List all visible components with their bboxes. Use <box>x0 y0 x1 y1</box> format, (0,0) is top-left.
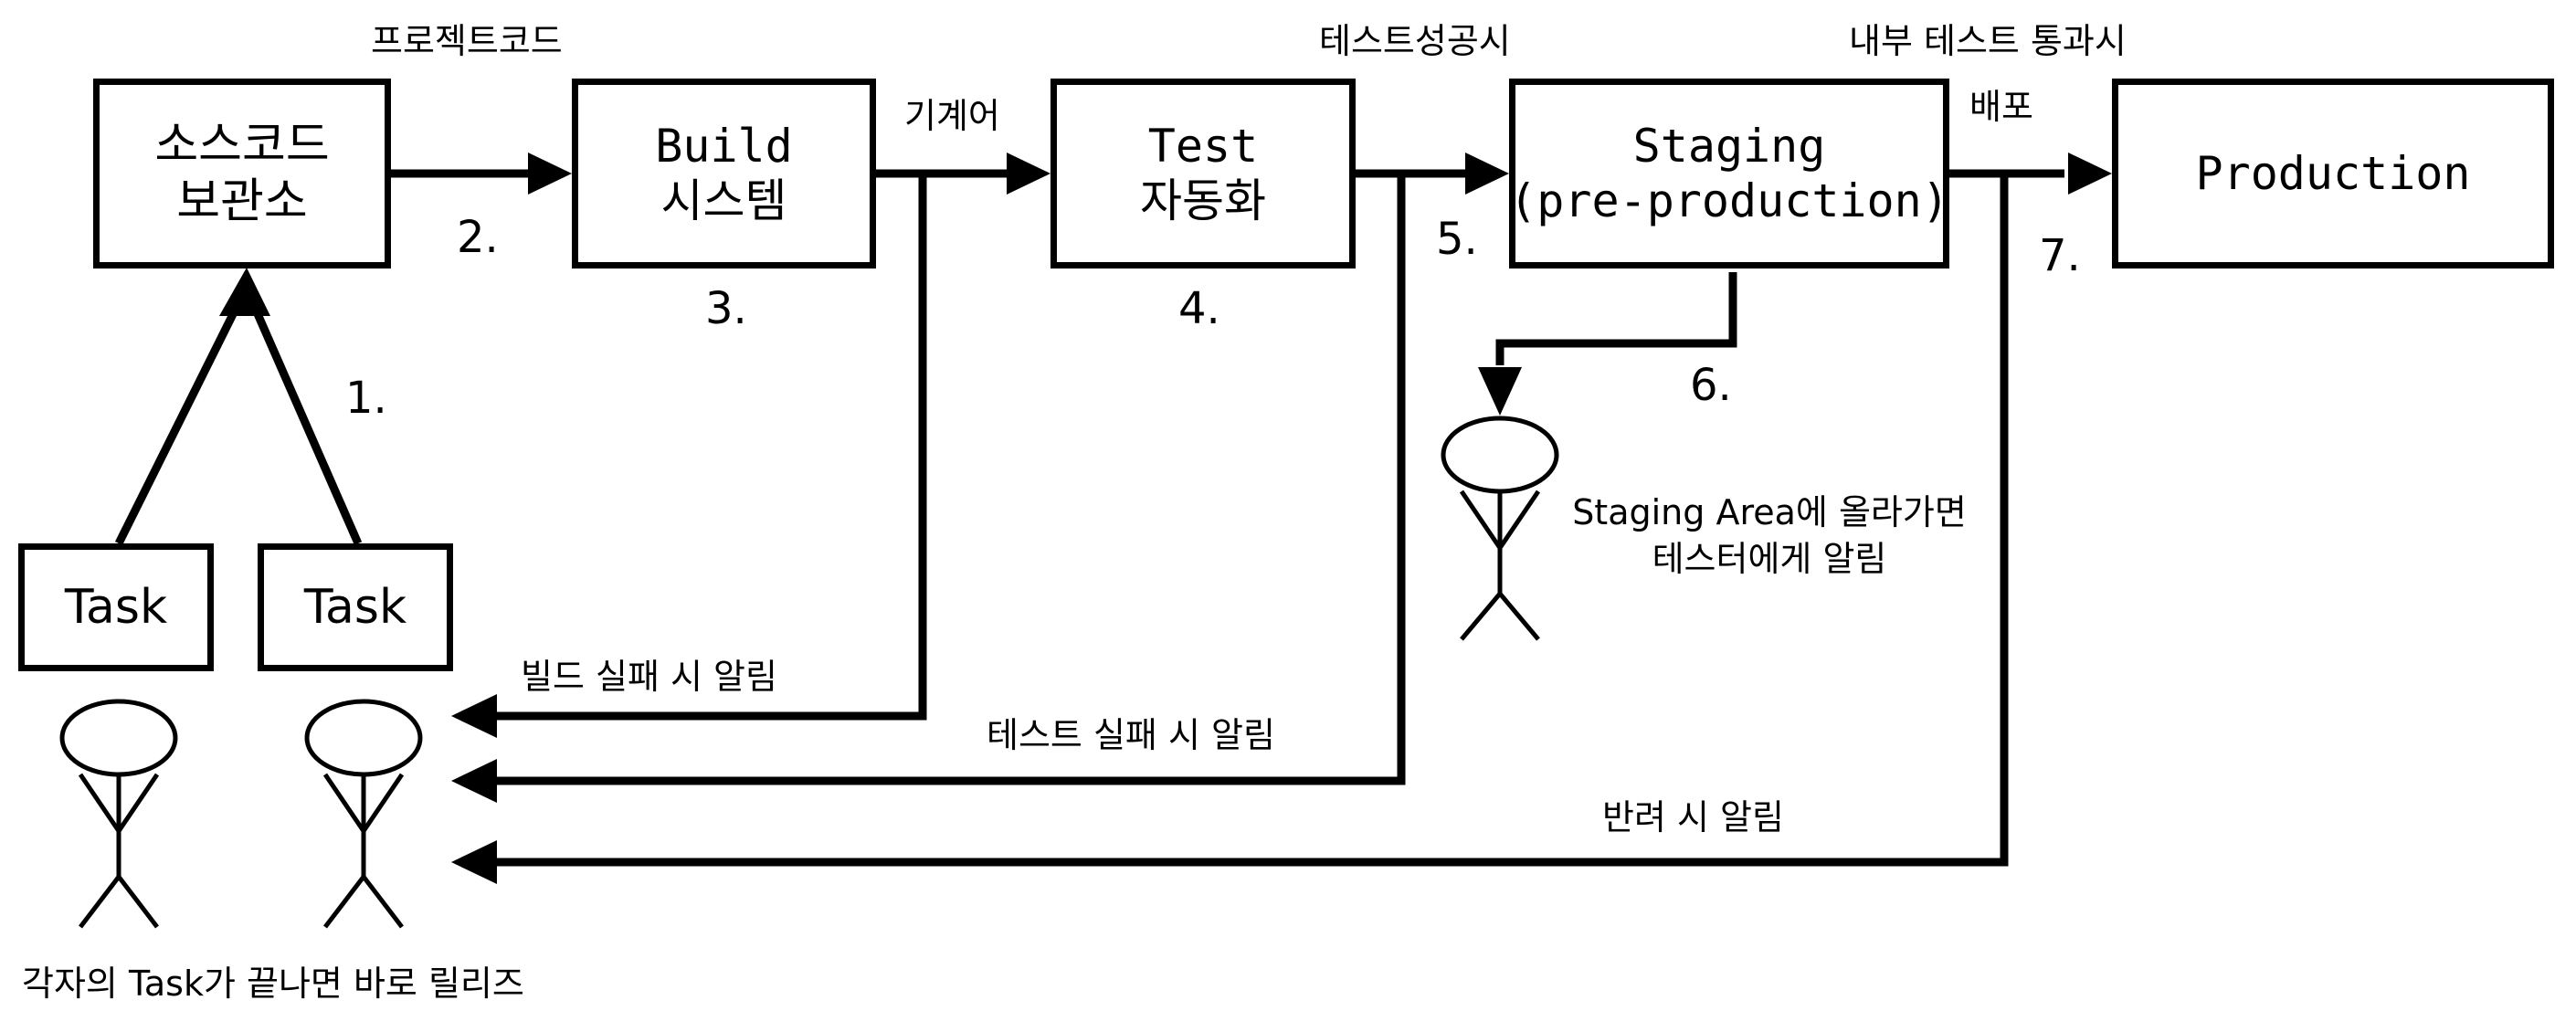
task2-to-repo-line <box>248 300 363 545</box>
test-fail-arrowhead <box>451 759 497 803</box>
repo-arrowhead <box>219 268 270 316</box>
task-box-1-label: Task <box>64 579 168 635</box>
tester-arrowhead <box>1478 367 1522 416</box>
build-box-line1: Build <box>655 120 793 173</box>
tester-figure <box>1441 416 1559 641</box>
step-4-label: 4. <box>1178 283 1220 334</box>
source-repo-line2: 보관소 <box>176 174 308 229</box>
test-fail-label: 테스트 실패 시 알림 <box>987 715 1275 755</box>
step-6-label: 6. <box>1690 360 1732 411</box>
developer2-figure <box>304 699 423 929</box>
task1-to-repo-line <box>114 299 244 546</box>
step-2-label: 2. <box>457 212 499 263</box>
source-repo-line1: 소스코드 <box>154 117 330 173</box>
step-7-label: 7. <box>2039 230 2081 281</box>
build-arrowhead <box>528 153 572 195</box>
internal-test-pass-label: 내부 테스트 통과시 <box>1849 21 2127 61</box>
build-box-line2: 시스템 <box>660 174 787 227</box>
step-3-label: 3. <box>705 283 747 334</box>
test-automation-box: Test 자동화 <box>1050 79 1356 269</box>
test-success-label: 테스트성공시 <box>1319 21 1511 61</box>
tester-note-line1: Staging Area에 올라가면 <box>1572 492 1967 532</box>
step-1-label: 1. <box>345 373 387 424</box>
tester-note-line2: 테스터에게 알림 <box>1652 539 1887 580</box>
test-box-line2: 자동화 <box>1140 174 1266 227</box>
reject-arrowhead <box>451 840 497 884</box>
production-box: Production <box>2112 79 2554 269</box>
staging-box-line1: Staging <box>1632 120 1826 173</box>
build-fail-label: 빌드 실패 시 알림 <box>521 657 777 697</box>
step-5-label: 5. <box>1436 214 1478 265</box>
staging-box: Staging (pre-production) <box>1509 79 1949 269</box>
production-arrowhead <box>2068 153 2112 195</box>
machine-code-label: 기계어 <box>904 96 1000 136</box>
reject-line <box>493 174 2009 867</box>
test-fail-line <box>493 174 1406 785</box>
task-box-2-label: Task <box>303 579 407 635</box>
staging-box-line2: (pre-production) <box>1509 174 1949 227</box>
source-repo-box: 소스코드 보관소 <box>93 79 391 269</box>
task-box-2: Task <box>258 543 453 671</box>
staging-to-tester-line <box>1495 272 1737 365</box>
build-fail-arrowhead <box>451 694 497 738</box>
project-code-label: 프로젝트코드 <box>371 21 563 61</box>
task-box-1: Task <box>18 543 214 671</box>
deploy-label: 배포 <box>1969 87 2033 127</box>
developer1-figure <box>59 699 178 929</box>
test-arrowhead <box>1007 153 1050 195</box>
reject-label: 반려 시 알림 <box>1602 797 1784 837</box>
build-fail-line <box>493 174 927 721</box>
staging-arrowhead <box>1465 153 1509 195</box>
developers-note: 각자의 Task가 끝나면 바로 릴리즈 <box>22 964 524 1004</box>
tester-note: Staging Area에 올라가면 테스터에게 알림 <box>1547 490 1991 584</box>
build-system-box: Build 시스템 <box>572 79 876 269</box>
test-box-line1: Test <box>1147 120 1259 173</box>
production-box-line1: Production <box>2195 147 2471 200</box>
